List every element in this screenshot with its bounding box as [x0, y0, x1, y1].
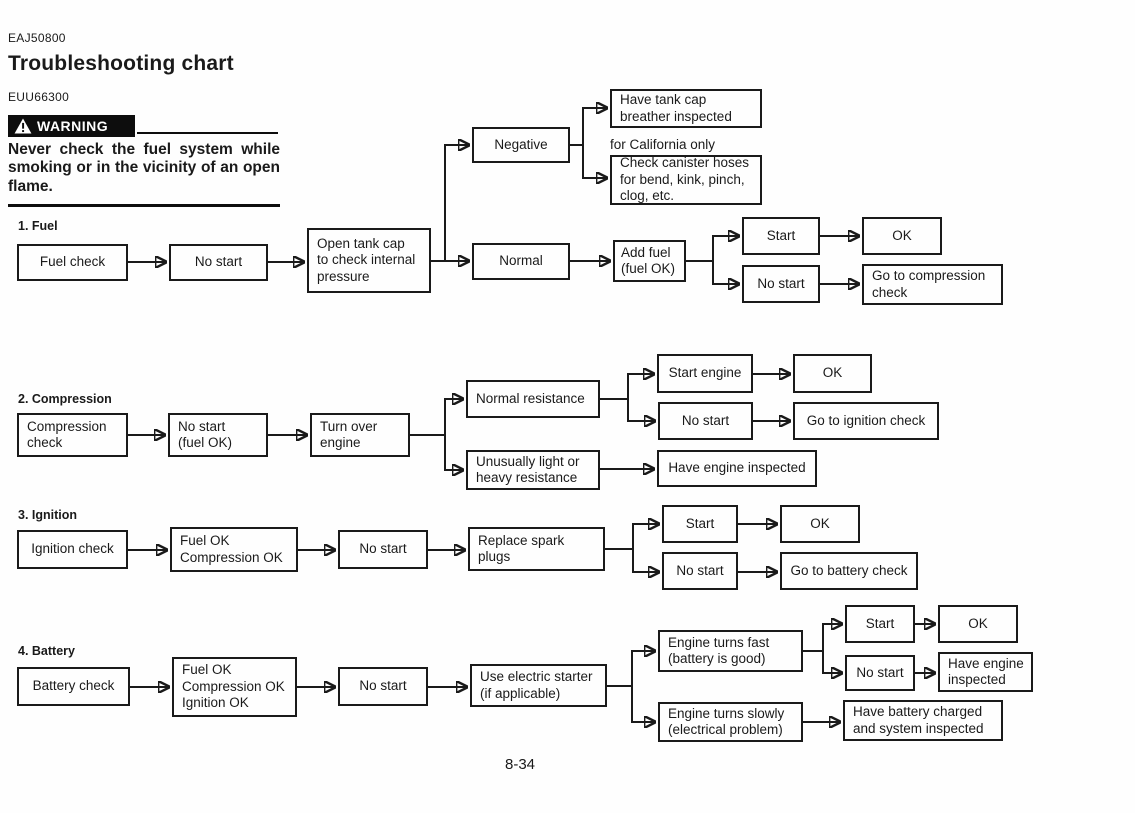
node-tank-cap-breather: Have tank cap breather inspected [610, 89, 762, 128]
node-engine-inspected-2: Have engine inspected [938, 652, 1033, 692]
node-start-2: Start [662, 505, 738, 543]
node-no-start-7: No start [845, 655, 915, 691]
doc-code-sub: EUU66300 [8, 90, 70, 104]
node-engine-turns-slowly: Engine turns slowly (electrical problem) [658, 702, 803, 742]
section-label-fuel: 1. Fuel [18, 219, 58, 233]
node-no-start-6: No start [338, 667, 428, 706]
node-negative: Negative [472, 127, 570, 163]
node-battery-charged: Have battery charged and system inspecte… [843, 700, 1003, 741]
node-electric-starter: Use electric starter (if applicable) [470, 664, 607, 707]
node-check-canister: Check canister hoses for bend, kink, pin… [610, 155, 762, 205]
node-goto-ignition: Go to ignition check [793, 402, 939, 440]
node-goto-compression: Go to compression check [862, 264, 1003, 305]
node-ok-2: OK [793, 354, 872, 393]
node-no-start-3: No start [658, 402, 753, 440]
section-label-compression: 2. Compression [18, 392, 112, 406]
page-title: Troubleshooting chart [8, 52, 234, 75]
s4-connectors [130, 624, 935, 722]
node-no-start-fuel-ok: No start (fuel OK) [168, 413, 268, 457]
node-start-engine: Start engine [657, 354, 753, 393]
warning-bottom-rule [8, 204, 280, 207]
node-engine-turns-fast: Engine turns fast (battery is good) [658, 630, 803, 672]
s2-connectors [128, 374, 790, 470]
node-no-start-4: No start [338, 530, 428, 569]
section-label-battery: 4. Battery [18, 644, 75, 658]
s3-connectors [128, 524, 777, 572]
node-engine-inspected-1: Have engine inspected [657, 450, 817, 487]
warning-label: WARNING [37, 118, 109, 134]
section-label-ignition: 3. Ignition [18, 508, 78, 522]
node-ignition-check: Ignition check [17, 530, 128, 569]
node-fuel-check: Fuel check [17, 244, 128, 281]
page-number: 8-34 [504, 756, 536, 773]
warning-triangle-icon [14, 118, 32, 134]
node-start-1: Start [742, 217, 820, 255]
node-ok-4: OK [938, 605, 1018, 643]
node-turn-over-engine: Turn over engine [310, 413, 410, 457]
node-no-start-5: No start [662, 552, 738, 590]
node-add-fuel: Add fuel (fuel OK) [613, 240, 686, 282]
node-fuel-compression-ok: Fuel OK Compression OK [170, 527, 298, 572]
node-normal-resistance: Normal resistance [466, 380, 600, 418]
california-note: for California only [610, 137, 716, 152]
warning-banner: WARNING [8, 115, 135, 137]
node-battery-check: Battery check [17, 667, 130, 706]
warning-underline [137, 132, 278, 134]
s1-connectors [128, 108, 859, 284]
node-replace-plugs: Replace spark plugs [468, 527, 605, 571]
node-normal: Normal [472, 243, 570, 280]
doc-code-top: EAJ50800 [8, 31, 66, 45]
warning-text: Never check the fuel system while smokin… [8, 141, 280, 195]
node-compression-check: Compression check [17, 413, 128, 457]
node-start-3: Start [845, 605, 915, 643]
node-no-start-2: No start [742, 265, 820, 303]
node-fuel-comp-ign-ok: Fuel OK Compression OK Ignition OK [172, 657, 297, 717]
node-unusual-resistance: Unusually light or heavy resistance [466, 450, 600, 490]
node-ok-1: OK [862, 217, 942, 255]
node-open-tank-cap: Open tank cap to check internal pressure [307, 228, 431, 293]
node-goto-battery: Go to battery check [780, 552, 918, 590]
node-no-start-1: No start [169, 244, 268, 281]
node-ok-3: OK [780, 505, 860, 543]
